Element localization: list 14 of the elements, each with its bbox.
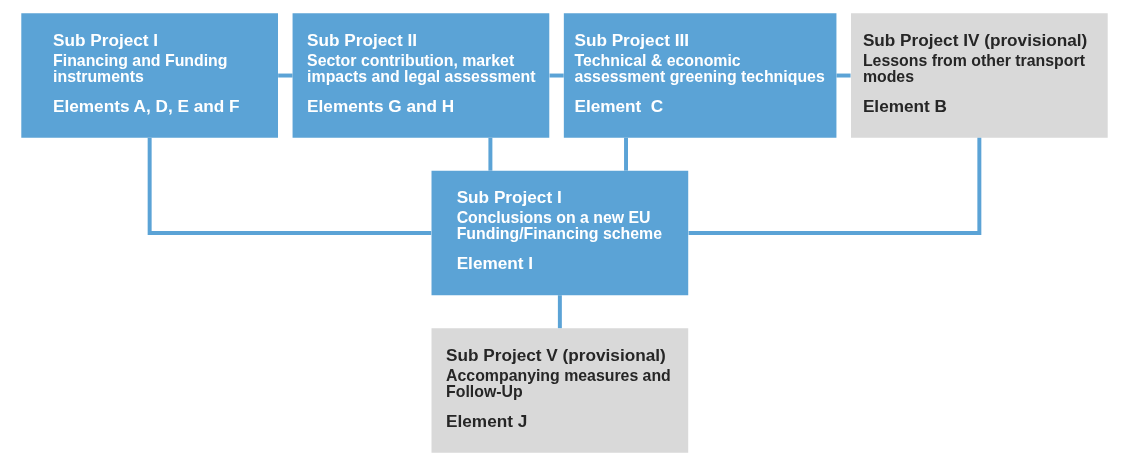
connector: [487, 137, 492, 171]
node-box: Sub Project I Conclusions on a new EU Funding/Financing scheme Element I: [431, 170, 688, 296]
node-box: Sub Project II Sector contribution, market impacts and legal assessment Elements G and H: [292, 13, 549, 138]
node-box: Sub Project III Technical & economic assessment greening techniques Element C: [563, 13, 836, 138]
node-box: Sub Project I Financing and Funding instruments Elements A, D, E and F: [20, 13, 278, 138]
connector: [147, 137, 431, 235]
connector: [688, 137, 981, 235]
connector: [277, 73, 293, 78]
connector: [623, 137, 628, 171]
connector: [835, 73, 851, 78]
connector: [549, 73, 564, 78]
node-box: Sub Project V (provisional) Accompanying measures and Follow-Up Element J: [431, 328, 688, 453]
connector: [557, 295, 562, 329]
node-box: Sub Project IV (provisional) Lessons from other transport modes Element B: [850, 13, 1108, 138]
